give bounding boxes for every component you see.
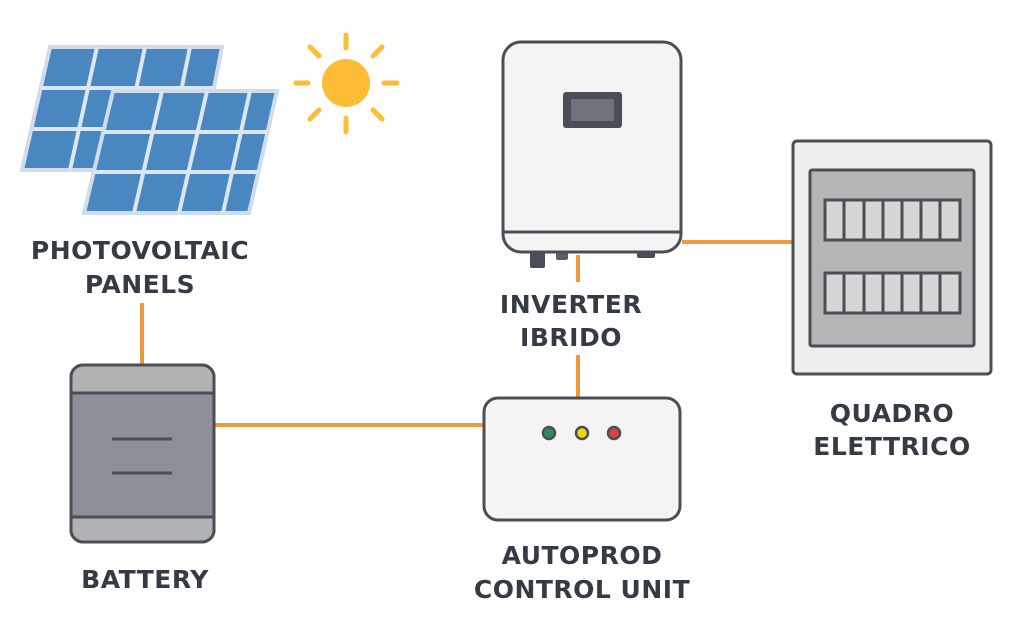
- solar-panel-front: [81, 89, 280, 215]
- label-inverter-line2: IBRIDO: [520, 323, 622, 352]
- battery-icon: [69, 363, 216, 544]
- electrical-panel-icon: [791, 139, 993, 376]
- label-control-line2: CONTROL UNIT: [474, 575, 690, 604]
- breaker-row-top: [823, 198, 962, 242]
- connections: [140, 240, 794, 427]
- control-unit-icon: [482, 396, 682, 522]
- led-yellow: [574, 425, 590, 441]
- inverter-icon: [501, 40, 683, 268]
- label-pv-line1: PHOTOVOLTAIC: [31, 236, 249, 265]
- label-battery: BATTERY: [81, 565, 209, 594]
- led-green: [541, 425, 557, 441]
- breaker-row-bottom: [823, 271, 962, 315]
- sun-icon: [293, 32, 400, 135]
- label-control-line1: AUTOPROD: [502, 541, 663, 570]
- label-pv-line2: PANELS: [85, 270, 195, 299]
- led-red: [606, 425, 622, 441]
- label-panel-line2: ELETTRICO: [813, 432, 970, 461]
- label-inverter-line1: INVERTER: [500, 290, 642, 319]
- solar-panel-icon: [19, 45, 280, 215]
- label-panel-line1: QUADRO: [830, 399, 954, 428]
